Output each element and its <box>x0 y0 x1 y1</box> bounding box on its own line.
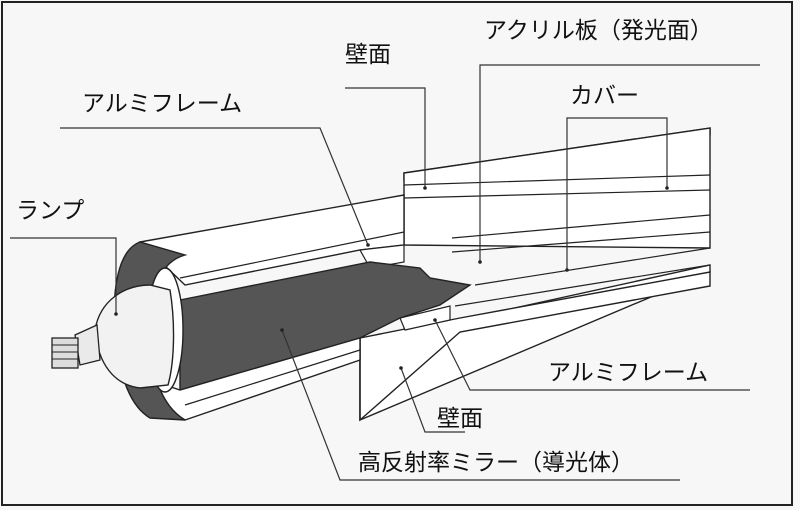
leader-dot-frame-bottom <box>433 318 437 322</box>
label-cover: カバー <box>570 83 639 109</box>
upper-frame-line <box>179 231 405 279</box>
cover-plate <box>403 127 711 249</box>
frame-step-bottom <box>399 305 451 331</box>
leader-wall-top <box>345 87 426 188</box>
lamp-base <box>51 337 79 369</box>
label-aluminum-frame-top: アルミフレーム <box>82 91 243 117</box>
leader-dot-wall-top <box>423 186 427 190</box>
acrylic-line-4 <box>454 264 711 307</box>
label-wall-bottom: 壁面 <box>437 406 483 432</box>
lamp-bulb <box>94 284 175 389</box>
label-wall-top: 壁面 <box>345 42 391 68</box>
leader-dot-mirror <box>280 328 284 332</box>
lamp-neck <box>74 324 101 366</box>
leader-lamp <box>10 237 117 314</box>
leader-dot-cover-a <box>565 268 569 272</box>
leader-dots <box>114 186 669 370</box>
acrylic-line-2 <box>451 231 711 253</box>
cover-line-2 <box>403 189 711 199</box>
leader-dot-lamp <box>114 312 118 316</box>
label-lamp: ランプ <box>16 198 85 224</box>
leader-dot-wall-bottom <box>399 366 403 370</box>
leader-mirror <box>281 329 680 481</box>
leader-dot-cover-b <box>665 186 669 190</box>
label-acrylic-plate: アクリル板（発光面） <box>484 18 713 44</box>
acrylic-line-3 <box>474 247 711 286</box>
label-aluminum-frame-bottom: アルミフレーム <box>548 360 709 386</box>
label-high-reflect-mirror: 高反射率ミラー（導光体） <box>358 450 634 476</box>
leader-acrylic <box>479 64 760 262</box>
leader-cover-b <box>610 117 668 188</box>
leader-wall-bottom <box>400 367 465 433</box>
leader-dot-acrylic <box>478 260 482 264</box>
cover-line-1 <box>403 174 711 186</box>
leader-cover-a <box>566 117 610 270</box>
leader-frame-top <box>60 127 369 246</box>
lower-frame-line <box>184 349 361 406</box>
leader-lines <box>10 64 760 481</box>
acrylic-line-1 <box>451 214 711 239</box>
leader-dot-frame-top <box>366 243 370 247</box>
leader-frame-bottom <box>434 319 750 391</box>
